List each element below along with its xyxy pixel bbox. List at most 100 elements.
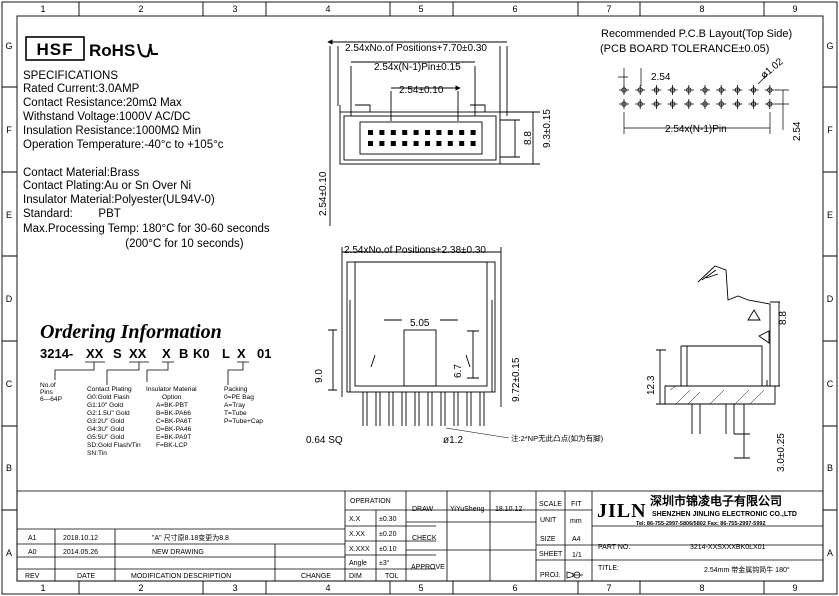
tb-size: SIZE: [540, 536, 556, 543]
front-view: [328, 247, 502, 407]
pcb-row-pitch: 2.54: [792, 121, 803, 141]
row-label: G: [5, 41, 12, 51]
row-label: F: [827, 125, 833, 135]
dim-front-overall: 2.54xNo.of Positions+2.38±0.30: [344, 245, 486, 256]
ordering-information: Ordering Information 3214- XX S XX X B K…: [40, 321, 271, 457]
plating-line: G1:10" Gold: [87, 402, 123, 409]
pcb-pattern: [619, 85, 775, 109]
dim-front-9-0: 9.0: [314, 369, 325, 383]
packing-line: P=Tube+Cap: [224, 418, 263, 425]
top-view: [330, 42, 540, 226]
pcb-pad: [651, 99, 662, 109]
pcb-pad: [651, 85, 662, 95]
plating-line: G5:5U" Gold: [87, 434, 124, 441]
row-label: D: [6, 294, 13, 304]
dim-front-6-7: 6.7: [453, 364, 464, 378]
code-part: XX: [86, 346, 104, 361]
insulator-line: C=BK-PA6T: [156, 418, 192, 425]
row-label: A: [827, 548, 833, 558]
plating-line: G2:1.5U" Gold: [87, 410, 130, 417]
insulator-line: Insulator Material: [146, 386, 197, 393]
top-view-pin: [413, 130, 419, 135]
dim-side-12-3: 12.3: [646, 375, 657, 395]
front-view-lead: [388, 392, 394, 426]
row-label: E: [6, 210, 12, 220]
tb-draw-date: 18.10.12: [495, 506, 522, 513]
row-label: E: [827, 210, 833, 220]
row-label: C: [827, 379, 834, 389]
dim-top-8-8: 8.8: [523, 131, 534, 145]
spec-line: Insulation Resistance:1000MΩ Min: [23, 125, 201, 137]
tb-approve: APPROVE: [411, 564, 445, 571]
top-view-pin: [447, 130, 453, 135]
dim-top-pin: 2.54x(N-1)Pin±0.15: [374, 62, 461, 73]
top-view-pin: [368, 130, 373, 135]
company-tel: Tel: 86-755-2997-5806/5802 Fax: 86-755-2…: [636, 521, 766, 527]
spec-line: (200°C for 10 seconds): [23, 238, 244, 250]
pcb-subtitle: (PCB BOARD TOLERANCE±0.05): [600, 43, 769, 55]
pins-line: 6---64P: [40, 396, 63, 403]
col-label: 5: [418, 583, 423, 593]
pins-line: Pins: [40, 389, 54, 396]
pcb-pad: [732, 99, 743, 109]
spec-line: Contact Plating:Au or Sn Over Ni: [23, 180, 191, 192]
top-view-pins: [368, 130, 476, 146]
packing-line: Packing: [224, 386, 248, 393]
change-header: CHANGE: [301, 573, 331, 580]
tb-scale: SCALE: [539, 501, 562, 508]
front-note: 注:2*NP无此凸点(如为有脚): [511, 433, 604, 443]
pcb-pad: [700, 99, 710, 109]
tb-title-label: TITLE:: [598, 565, 619, 572]
insulator-line: F=BK-LCP: [156, 442, 188, 449]
tb-part-no: 3214-XXSXXXBK0LX01: [690, 544, 766, 551]
pcb-pin-span: 2.54x(N-1)Pin: [665, 124, 727, 135]
tb-tol-label: X.X: [349, 516, 361, 523]
top-view-pin: [368, 141, 373, 146]
pcb-pad: [764, 85, 775, 95]
tb-tol-label: Angle: [349, 560, 367, 567]
tb-unit-val: mm: [570, 518, 582, 525]
rev-desc: "A" 尺寸原8.18变更为8.8: [152, 533, 229, 542]
compliance-logos: HSF RoHS: [25, 36, 158, 61]
pcb-pad: [748, 99, 759, 109]
top-view-pin: [390, 130, 396, 135]
plating-line: G4:3U" Gold: [87, 426, 124, 433]
tb-sheet-val: 1/1: [572, 552, 582, 559]
pcb-pad: [716, 99, 727, 109]
dim-side-3-0: 3.0±0.25: [776, 433, 787, 472]
row-label: F: [6, 125, 12, 135]
front-view-lead: [453, 392, 459, 426]
top-view-pin: [425, 141, 430, 146]
tb-dim: DIM: [349, 573, 362, 580]
pcb-pad: [667, 85, 678, 95]
row-label: A: [6, 548, 12, 558]
col-label: 2: [138, 4, 143, 14]
spec-line: Rated Current:3.0AMP: [23, 83, 140, 95]
rev-date: 2014.05.26: [63, 549, 98, 556]
top-view-pin: [470, 141, 476, 146]
rev-header: REV: [25, 573, 40, 580]
rev-code: A0: [28, 549, 37, 556]
company-block: JILN 深圳市锦凌电子有限公司 SHENZHEN JINLING ELECTR…: [597, 493, 797, 527]
col-label: 6: [512, 583, 517, 593]
insulator-line: Option: [162, 394, 182, 401]
spec-heading: SPECIFICATIONS: [23, 70, 118, 82]
tb-tol-label: X.XX: [349, 531, 365, 538]
pcb-pad: [764, 99, 775, 109]
row-label: B: [827, 463, 833, 473]
pcb-pad: [619, 85, 629, 95]
col-label: 1: [40, 583, 45, 593]
proj-symbol: [566, 571, 583, 579]
pcb-dims: [618, 68, 789, 134]
ul-logo: [137, 43, 158, 58]
front-view-lead: [466, 392, 472, 426]
top-view-pin: [459, 130, 465, 135]
packing-line: A=Tray: [224, 402, 246, 409]
col-label: 7: [606, 583, 611, 593]
insulator-line: E=BK-PA9T: [156, 434, 191, 441]
top-view-pin: [402, 130, 408, 135]
insulator-line: D=BK-PA46: [156, 426, 192, 433]
code-part: L: [222, 346, 230, 361]
rev-desc: NEW DRAWING: [152, 549, 204, 556]
